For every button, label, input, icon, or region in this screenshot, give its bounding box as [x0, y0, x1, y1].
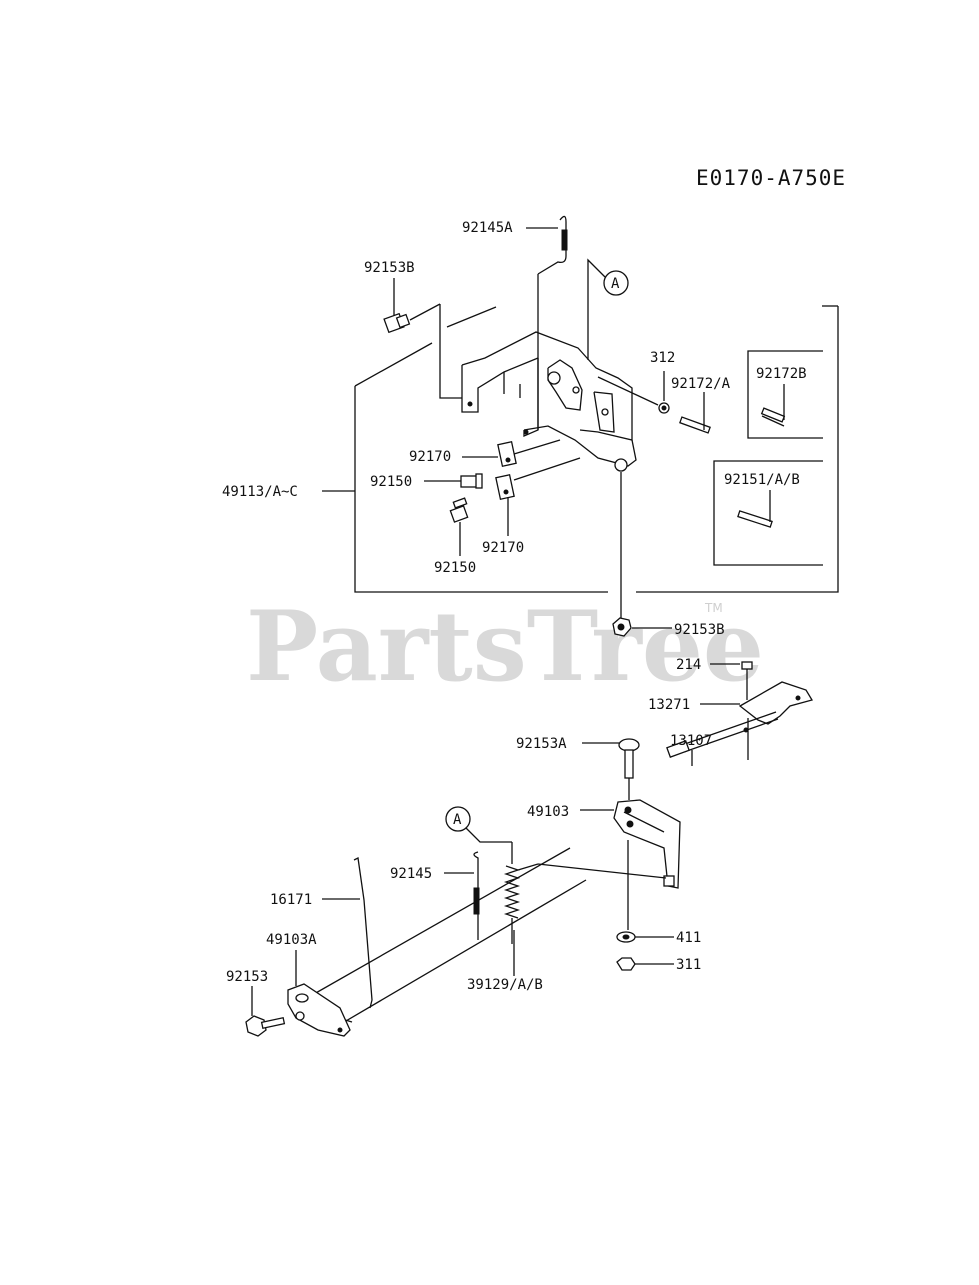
- nut-311: [616, 957, 674, 971]
- inset-box-92172b: [747, 350, 823, 439]
- spring-92145a-graphic: [537, 215, 568, 430]
- label-13271: 13271: [648, 697, 690, 713]
- washer-411: [616, 931, 674, 943]
- bolt-92153b-top: [383, 303, 462, 399]
- bolt-92153a: [582, 738, 640, 800]
- label-92170-upper: 92170: [409, 449, 451, 465]
- label-92150-upper: 92150: [370, 474, 412, 490]
- callout-a-lower: A: [445, 806, 512, 843]
- label-49103a: 49103A: [266, 932, 317, 948]
- screw-214: [710, 661, 753, 700]
- label-92145: 92145: [390, 866, 432, 882]
- label-92153b-top: 92153B: [364, 260, 415, 276]
- label-312: 312: [650, 350, 675, 366]
- label-411: 411: [676, 930, 701, 946]
- shaft-13107: [666, 711, 779, 766]
- watermark-logo: PartsTree: [246, 590, 764, 703]
- nut-312: [597, 371, 670, 414]
- label-92151: 92151/A/B: [724, 472, 800, 488]
- callout-a-upper-text: A: [611, 276, 620, 292]
- label-16171: 16171: [270, 892, 312, 908]
- label-49103: 49103: [527, 804, 569, 820]
- plate-13271: [700, 681, 813, 760]
- label-49113: 49113/A~C: [222, 484, 298, 500]
- label-92150-lower: 92150: [434, 560, 476, 576]
- label-214: 214: [676, 657, 701, 673]
- label-92153b-mid: 92153B: [674, 622, 725, 638]
- spring-39129-graphic: [503, 842, 667, 976]
- label-39129: 39129/A/B: [467, 977, 543, 993]
- control-bracket-upper: [461, 331, 637, 472]
- lever-49103: [580, 799, 681, 930]
- label-311: 311: [676, 957, 701, 973]
- label-13107: 13107: [670, 733, 712, 749]
- label-92172a: 92172/A: [671, 376, 731, 392]
- bolt-92150-upper: [424, 473, 483, 489]
- label-92170-lower: 92170: [482, 540, 524, 556]
- inset-box-92151: [713, 460, 823, 566]
- bolt-92153: [245, 986, 286, 1037]
- clip-92170-lower: [495, 457, 581, 536]
- label-92172b: 92172B: [756, 366, 807, 382]
- screw-92172a: [679, 392, 711, 434]
- clip-92170-upper: [462, 439, 561, 467]
- label-92145a: 92145A: [462, 220, 513, 236]
- callout-a-upper: A: [587, 258, 629, 360]
- watermark-trademark: TM: [704, 601, 723, 615]
- diagram-code: E0170-A750E: [696, 166, 846, 190]
- spring-92145-graphic: [444, 851, 480, 940]
- nut-92153b-mid: [612, 472, 672, 637]
- bolt-92150-lower: [449, 497, 469, 556]
- label-92153a: 92153A: [516, 736, 567, 752]
- link-bar: [299, 847, 587, 1029]
- label-92153: 92153: [226, 969, 268, 985]
- callout-a-lower-text: A: [453, 812, 462, 828]
- assembly-frame-49113: [354, 305, 839, 593]
- rod-16171: [322, 857, 373, 1009]
- lever-49103a: [287, 950, 351, 1037]
